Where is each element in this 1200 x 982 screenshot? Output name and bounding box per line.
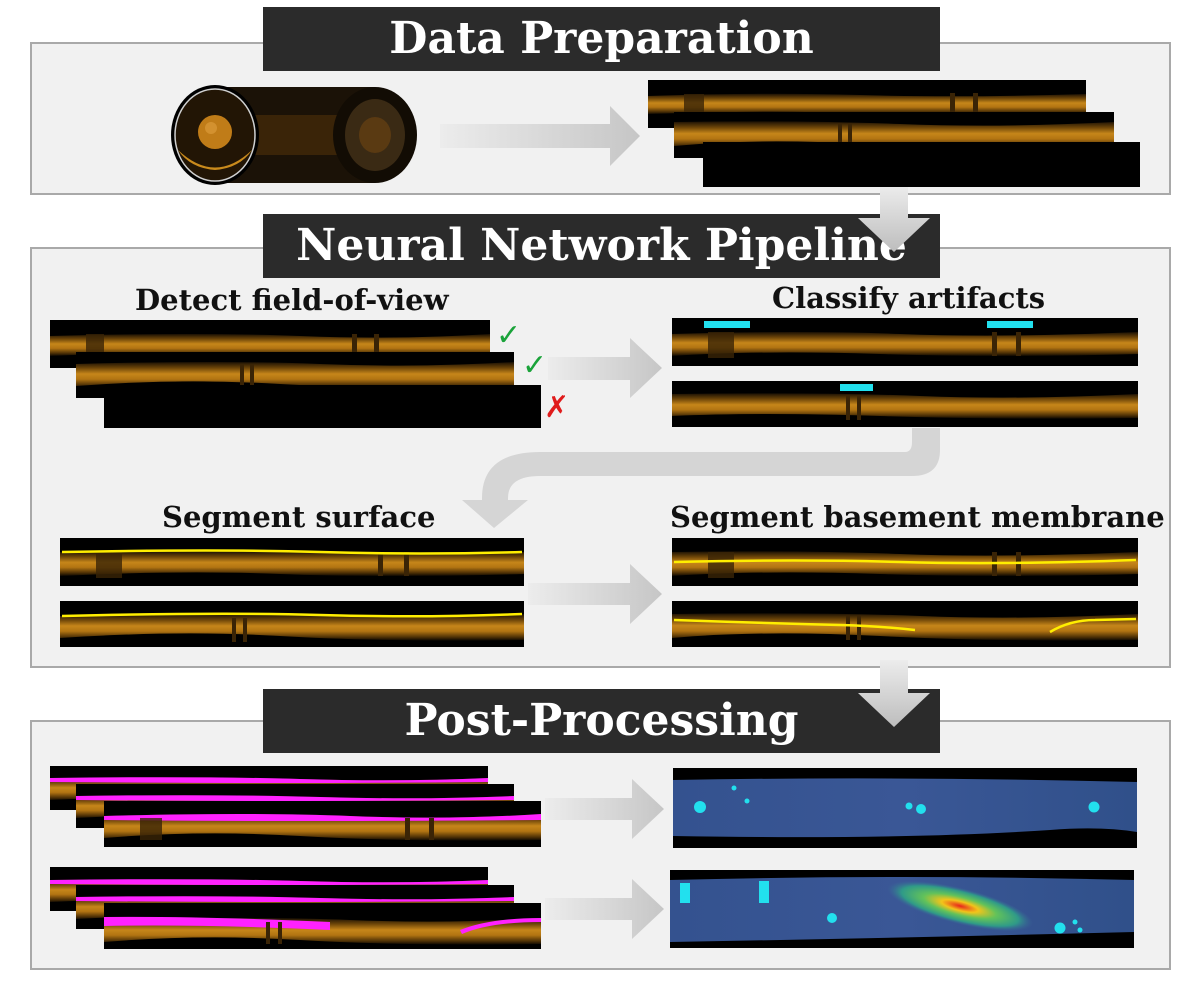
bm-bscan-2 <box>672 601 1138 647</box>
accept-mark-2: ✓ <box>522 348 548 383</box>
thickness-map-bottom <box>670 870 1134 948</box>
arrow-down-2 <box>858 660 930 727</box>
fov-bscan-3 <box>104 385 541 428</box>
artifact-bscan-2 <box>672 381 1138 427</box>
arrow-post-bottom <box>545 879 664 939</box>
step-label-segment-bm: Segment basement membrane <box>670 500 1165 534</box>
prep-bscan-3 <box>703 142 1140 187</box>
step-label-classify-artifacts: Classify artifacts <box>772 281 1046 315</box>
surface-bscan-2 <box>60 601 524 647</box>
arrow-post-top <box>545 779 664 839</box>
arrow-prep <box>440 106 640 166</box>
thickness-map-top <box>673 768 1137 848</box>
section-title-post-processing: Post-Processing <box>263 689 940 753</box>
accept-mark-1: ✓ <box>496 318 522 353</box>
post-stack-top-3 <box>104 801 541 847</box>
arrow-down-1 <box>858 186 930 252</box>
reject-mark: ✗ <box>544 390 570 425</box>
post-stack-bottom-3 <box>104 903 541 949</box>
bm-bscan-1 <box>672 538 1138 586</box>
oct-volume-cylinder <box>171 85 417 185</box>
arrow-fov-to-classify <box>548 338 662 398</box>
artifact-bscan-1 <box>672 318 1138 366</box>
step-label-detect-fov: Detect field-of-view <box>135 283 449 317</box>
arrow-surface-to-bm <box>528 564 662 624</box>
surface-bscan-1 <box>60 538 524 586</box>
curved-arrow <box>462 428 940 528</box>
step-label-segment-surface: Segment surface <box>162 500 436 534</box>
section-title-data-preparation: Data Preparation <box>263 7 940 71</box>
section-title-neural-network-pipeline: Neural Network Pipeline <box>263 214 940 278</box>
